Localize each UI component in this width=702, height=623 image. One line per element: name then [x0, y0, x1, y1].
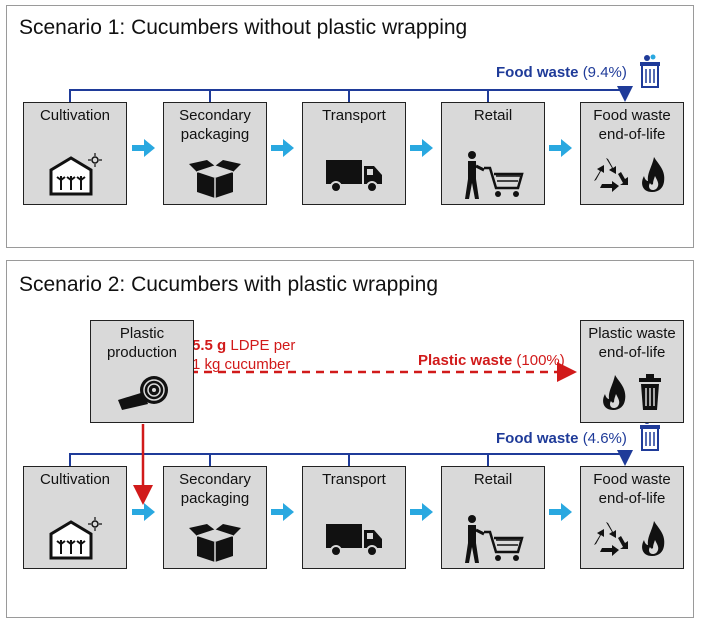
s1-waste-bin-icon: [640, 54, 660, 88]
recycle-and-fire-icons: [581, 154, 683, 198]
s2-cultivation-box: Cultivation: [23, 466, 127, 569]
s1-transport-box: Transport: [302, 102, 406, 205]
s1-food-waste-line: [69, 86, 633, 102]
s2-flow-arrows: [132, 503, 572, 521]
s1-flow-arrows: [132, 139, 572, 157]
greenhouse-icon: [24, 152, 126, 196]
scenario-1-title: Scenario 1: Cucumbers without plastic wr…: [19, 16, 468, 39]
s1-cultivation-box: Cultivation: [23, 102, 127, 205]
s1-food-waste-eol-box: Food waste end-of-life: [580, 102, 684, 205]
open-box-icon: [164, 156, 266, 200]
plastic-waste-eol-box: Plastic waste end-of-life: [580, 320, 684, 423]
s2-transport-box: Transport: [302, 466, 406, 569]
s1-food-waste-label: Food waste (9.4%): [496, 64, 627, 81]
plastic-production-box: Plastic production: [90, 320, 194, 423]
ldpe-annotation: 5.5 g LDPE per 1 kg cucumber: [192, 337, 296, 373]
truck-icon: [303, 516, 405, 560]
s2-retail-box: Retail: [441, 466, 545, 569]
plastic-waste-label: Plastic waste (100%): [418, 352, 565, 369]
s1-retail-box: Retail: [441, 102, 545, 205]
s2-food-waste-label: Food waste (4.6%): [496, 430, 627, 447]
fire-and-trash-icons: [581, 372, 683, 416]
s1-secondary-packaging-box: Secondary packaging: [163, 102, 267, 205]
truck-icon: [303, 152, 405, 196]
s2-food-waste-line: [69, 450, 633, 466]
greenhouse-icon: [24, 516, 126, 560]
shopping-cart-person-icon: [442, 150, 544, 202]
scenario-2-title: Scenario 2: Cucumbers with plastic wrapp…: [19, 273, 439, 296]
shopping-cart-person-icon: [442, 514, 544, 566]
s2-secondary-packaging-box: Secondary packaging: [163, 466, 267, 569]
recycle-and-fire-icons: [581, 518, 683, 562]
s2-food-waste-eol-box: Food waste end-of-life: [580, 466, 684, 569]
open-box-icon: [164, 520, 266, 564]
plastic-roll-icon: [91, 370, 193, 414]
